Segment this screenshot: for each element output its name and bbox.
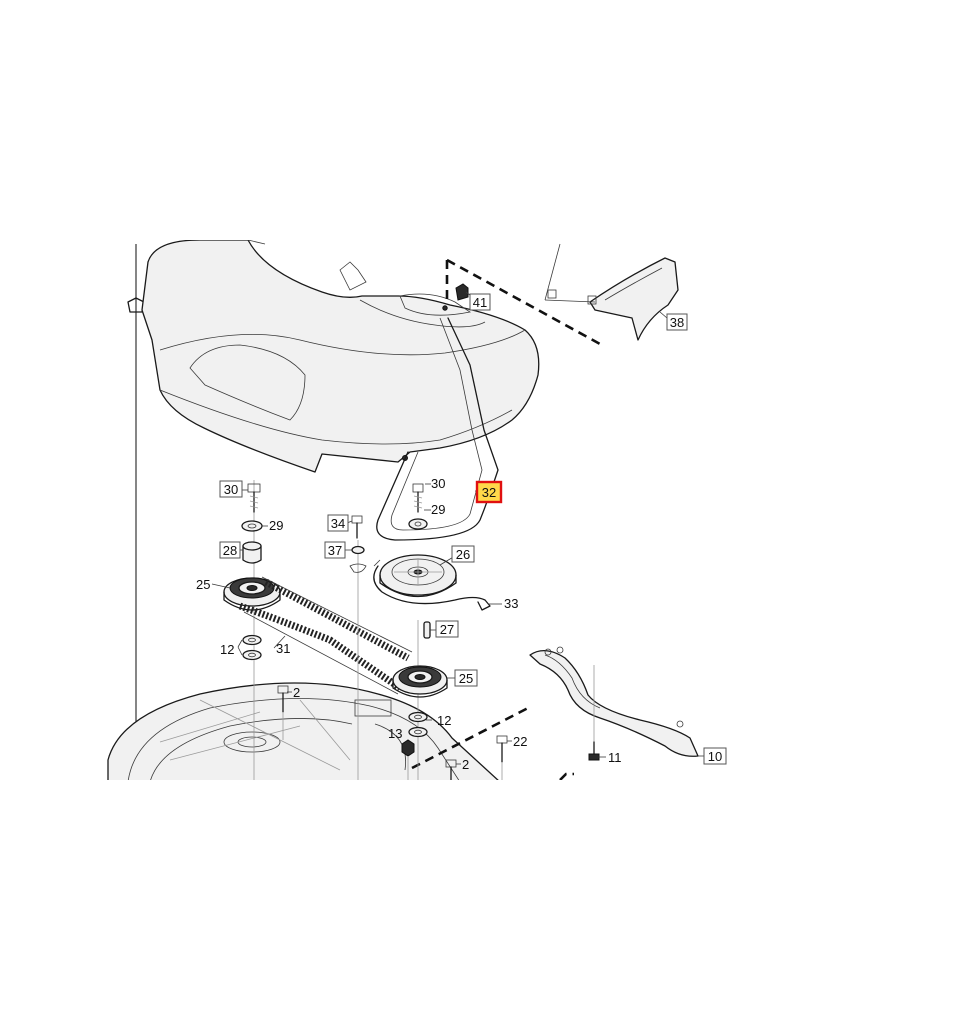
part-12-washer-right-b: [408, 726, 428, 738]
callout-32-highlighted[interactable]: 32: [475, 480, 503, 504]
svg-text:10: 10: [708, 749, 722, 764]
callout-41: 41: [469, 293, 491, 311]
part-41-clip: [455, 283, 469, 301]
svg-text:25: 25: [196, 577, 210, 592]
part-25-pulley-right: [392, 665, 448, 698]
part-27-pin: [423, 621, 431, 639]
svg-text:11: 11: [608, 750, 622, 765]
callout-30-left: 30: [219, 480, 243, 498]
svg-text:30: 30: [224, 482, 238, 497]
svg-text:34: 34: [331, 516, 345, 531]
part-13-nut: [401, 739, 415, 757]
callout-26: 26: [451, 545, 475, 563]
belt-cover: [141, 240, 540, 473]
mower-deck: [107, 682, 499, 780]
callout-29-left: 29: [269, 518, 283, 533]
svg-text:28: 28: [223, 543, 237, 558]
svg-text:33: 33: [504, 596, 518, 611]
part-12-washer-left-b: [242, 649, 262, 661]
svg-text:32: 32: [482, 485, 496, 500]
callout-29-center: 29: [431, 502, 445, 517]
callout-27: 27: [435, 620, 459, 638]
part-28-spacer: [242, 541, 262, 564]
callout-28: 28: [219, 541, 241, 559]
callout-2-left: 2: [293, 685, 300, 700]
callout-13: 13: [388, 726, 402, 741]
part-38-guard: [544, 243, 679, 341]
svg-text:12: 12: [437, 713, 451, 728]
part-2-bolt-right: [445, 759, 457, 780]
svg-text:25: 25: [459, 671, 473, 686]
svg-text:29: 29: [269, 518, 283, 533]
callout-34: 34: [327, 514, 349, 532]
dashed-link-10b: [559, 772, 574, 780]
svg-text:29: 29: [431, 502, 445, 517]
callout-11: 11: [608, 750, 622, 765]
callout-12-right: 12: [437, 713, 451, 728]
part-31-belt: [238, 576, 413, 695]
callout-31: 31: [276, 641, 290, 656]
part-37-spring-clip: [349, 563, 367, 573]
part-29-washer-left: [241, 520, 263, 532]
part-12-bracket: [237, 639, 243, 656]
svg-text:12: 12: [220, 642, 234, 657]
svg-text:2: 2: [293, 685, 300, 700]
svg-text:22: 22: [513, 734, 527, 749]
callout-2-right: 2: [462, 757, 469, 772]
part-12-washer-left-a: [242, 634, 262, 646]
callout-37: 37: [324, 541, 346, 559]
part-10-blade: [529, 646, 699, 757]
svg-text:13: 13: [388, 726, 402, 741]
svg-text:26: 26: [456, 547, 470, 562]
part-29-washer-center: [408, 518, 428, 530]
svg-text:31: 31: [276, 641, 290, 656]
callout-30-center: 30: [431, 476, 445, 491]
callout-22: 22: [513, 734, 527, 749]
callout-33: 33: [504, 596, 518, 611]
callout-38: 38: [666, 313, 688, 331]
svg-text:2: 2: [462, 757, 469, 772]
svg-text:38: 38: [670, 315, 684, 330]
part-33-spring: [373, 565, 491, 611]
callout-32-highlight-box: [475, 480, 503, 504]
svg-text:41: 41: [473, 295, 487, 310]
part-12-washer-right-a: [408, 711, 428, 723]
part-37-washer: [351, 545, 365, 555]
part-30-bolt-left: [247, 483, 261, 513]
leader-lines: [211, 291, 704, 765]
svg-text:27: 27: [440, 622, 454, 637]
svg-text:37: 37: [328, 543, 342, 558]
part-22-bolt: [496, 735, 508, 780]
callout-12-left: 12: [220, 642, 234, 657]
callout-25-left: 25: [196, 577, 210, 592]
part-30-bolt-center: [412, 483, 424, 513]
part-2-bolt-left: [277, 685, 289, 740]
part-34-bolt: [351, 515, 363, 539]
callout-10: 10: [703, 747, 727, 765]
svg-text:30: 30: [431, 476, 445, 491]
part-11-bolt: [588, 741, 600, 761]
part-26-pulley: [379, 554, 457, 598]
dashed-link-10: [411, 706, 529, 770]
callout-25-right: 25: [454, 669, 478, 687]
